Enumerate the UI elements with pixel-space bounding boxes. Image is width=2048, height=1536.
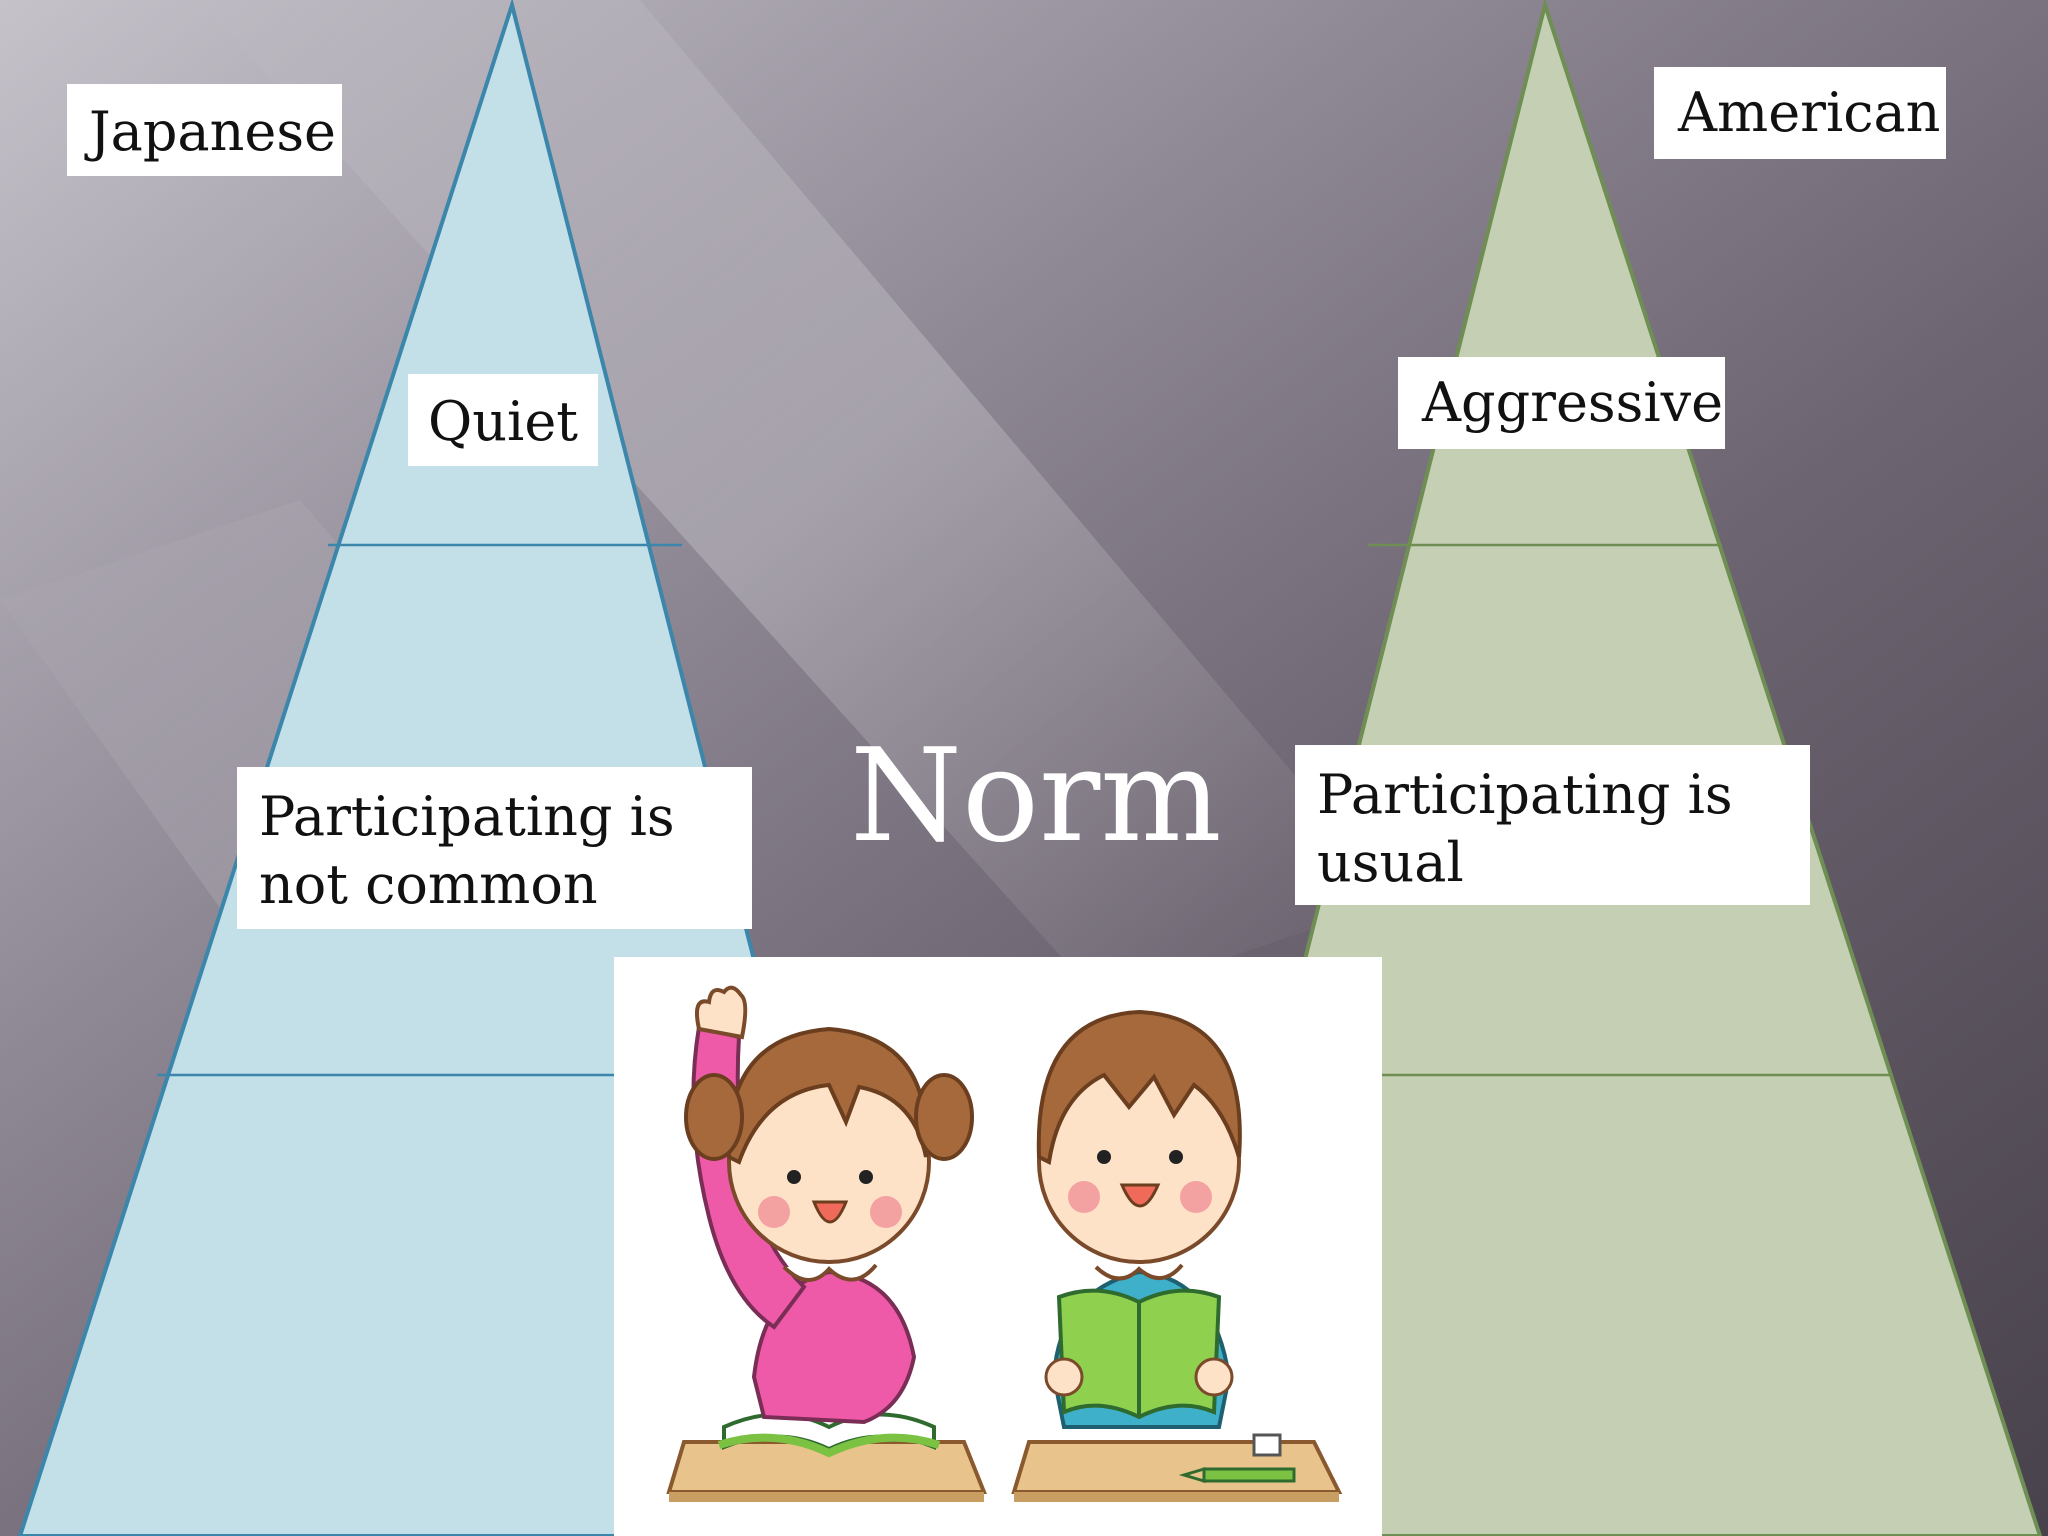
american-top-trait-box: Aggressive	[1398, 357, 1725, 449]
american-top-trait-text: Aggressive	[1422, 371, 1724, 434]
japanese-culture-label: Japanese	[67, 84, 342, 176]
children-classroom-picture	[614, 957, 1382, 1536]
japanese-culture-label-text: Japanese	[89, 100, 337, 163]
japanese-top-trait-text: Quiet	[428, 390, 578, 453]
children-classroom-illustration-icon	[666, 985, 1343, 1502]
american-middle-trait-box: Participating is usual	[1295, 745, 1810, 905]
american-middle-trait-line2: usual	[1317, 831, 1464, 894]
american-culture-label-text: American	[1678, 81, 1941, 144]
american-culture-label: American	[1654, 67, 1946, 159]
japanese-middle-trait-box: Participating is not common	[237, 767, 752, 929]
japanese-middle-trait-line1: Participating is	[259, 785, 675, 848]
japanese-top-trait-box: Quiet	[408, 374, 598, 466]
american-middle-trait-line1: Participating is	[1317, 763, 1733, 826]
slide-title: Norm	[850, 722, 1222, 871]
japanese-middle-trait-line2: not common	[259, 853, 598, 916]
